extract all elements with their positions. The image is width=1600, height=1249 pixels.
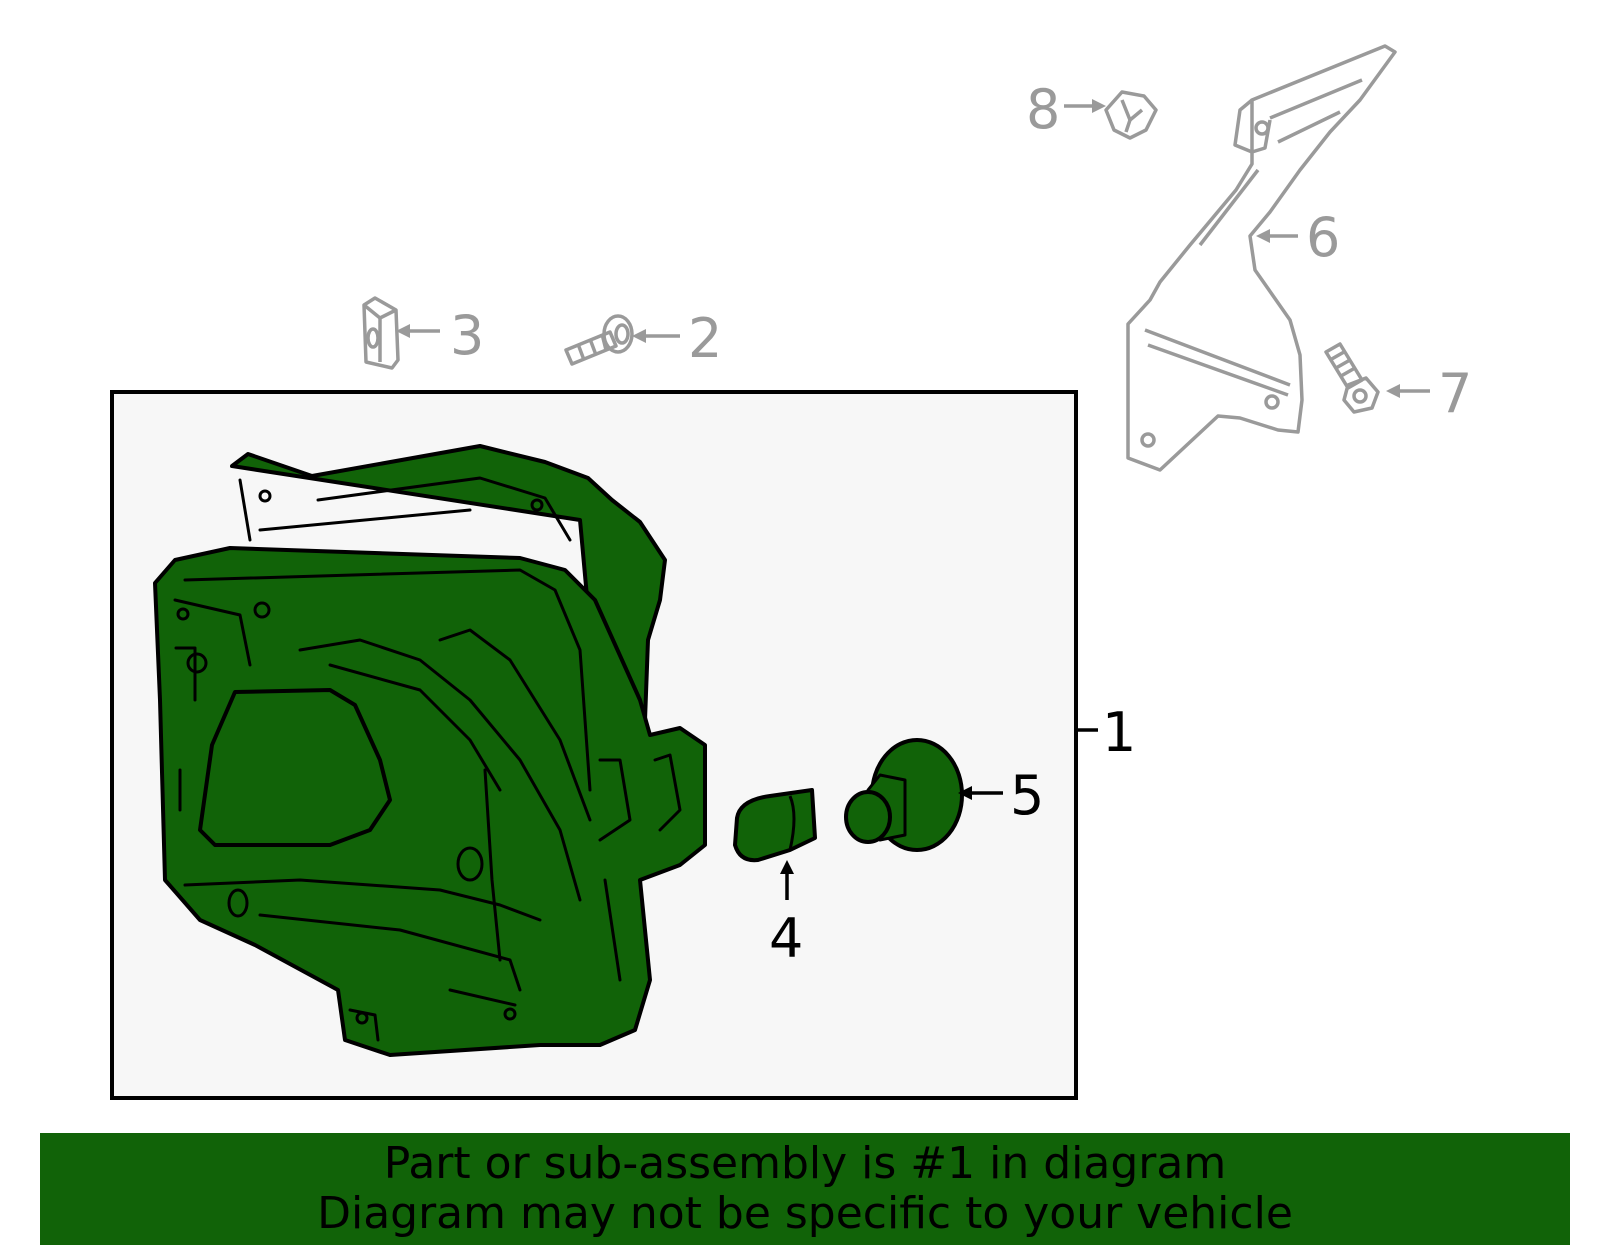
footer-banner: Part or sub-assembly is #1 in diagram Di… (40, 1133, 1570, 1245)
callout-5-label: 5 (1010, 764, 1044, 827)
callout-7-label: 7 (1438, 362, 1472, 425)
screw[interactable] (564, 314, 634, 366)
footer-line-1: Part or sub-assembly is #1 in diagram (383, 1138, 1227, 1189)
callout-4-label: 4 (769, 907, 803, 970)
callout-8-label: 8 (1026, 78, 1060, 141)
callout-labels: 3 2 8 6 7 1 4 5 (450, 78, 1472, 970)
callout-2-label: 2 (688, 307, 722, 370)
headlamp-assembly[interactable] (153, 444, 707, 1057)
callout-leaders (396, 99, 1430, 900)
callout-1-label: 1 (1102, 701, 1136, 764)
bulb[interactable] (733, 788, 817, 863)
bolt[interactable] (1324, 342, 1380, 414)
clip-nut[interactable] (362, 296, 400, 370)
callout-6-label: 6 (1306, 206, 1340, 269)
callout-3-label: 3 (450, 304, 484, 367)
mounting-bracket[interactable] (1126, 44, 1397, 472)
footer-line-2: Diagram may not be specific to your vehi… (317, 1188, 1293, 1239)
nut[interactable] (1104, 90, 1158, 140)
